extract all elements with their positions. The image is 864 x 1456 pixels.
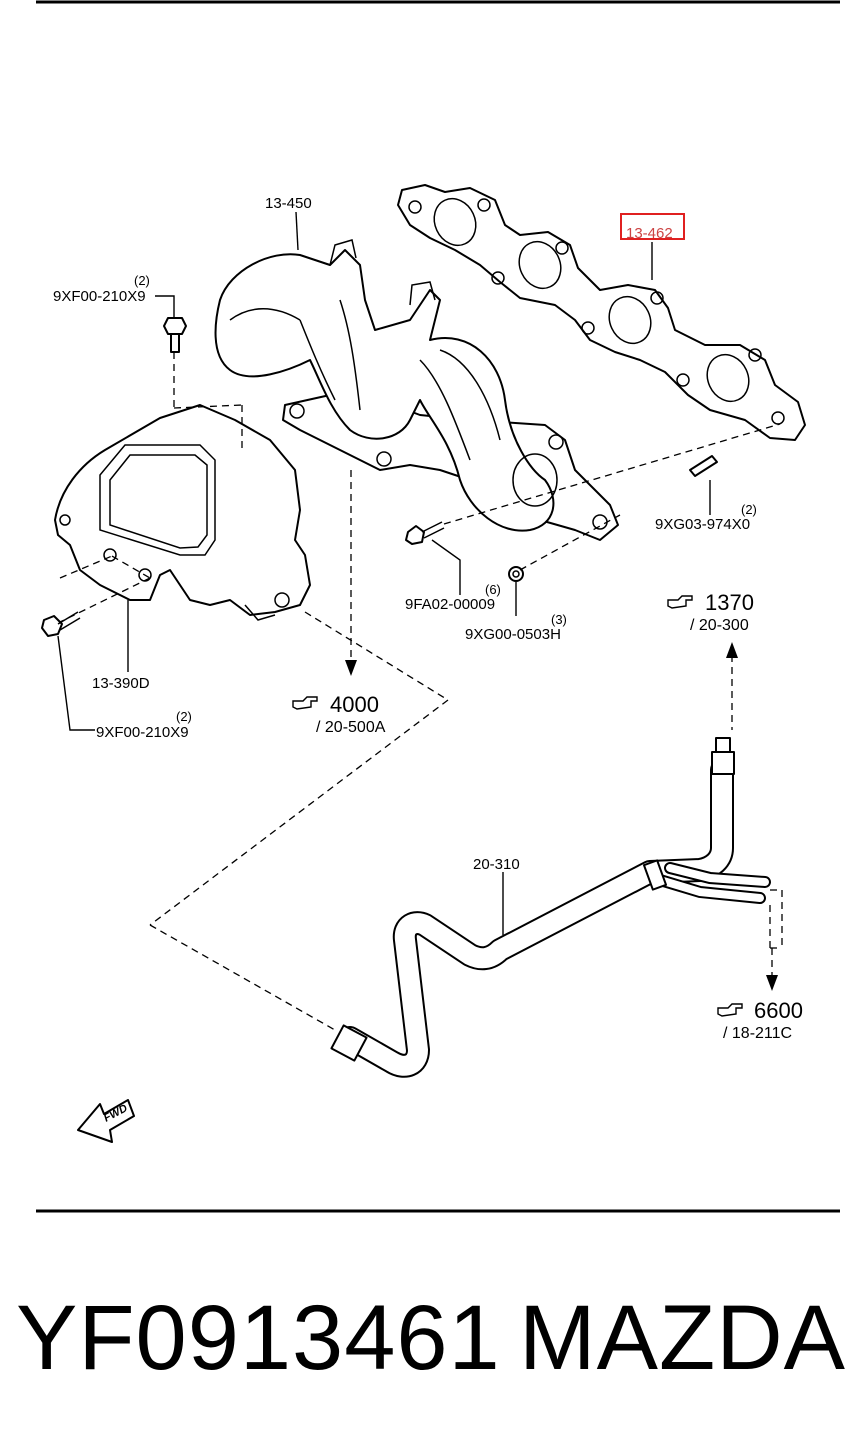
ref-4000: 4000 / 20-500A (292, 692, 386, 736)
fwd-arrow-icon: FWD (77, 1099, 135, 1143)
heat-shield-13-390D (54, 404, 311, 621)
ref-1370: 1370 / 20-300 (667, 590, 754, 634)
qty-nut: (3) (551, 612, 567, 627)
manifold-13-450 (214, 239, 619, 541)
bolt-top (163, 317, 187, 353)
label-heat-shield: 13-390D (92, 675, 150, 692)
part-number: YF0913461 (16, 1287, 501, 1389)
stud (405, 521, 445, 545)
highlight-box (620, 213, 685, 240)
qty-bolt-bottom: (2) (176, 709, 192, 724)
label-bolt-bottom: 9XF00-210X9 (96, 724, 189, 741)
label-dowel: 9XG03-974X0 (655, 516, 750, 533)
ref-6600: 6600 / 18-211C (717, 998, 803, 1042)
label-pipe: 20-310 (473, 856, 520, 873)
svg-text:1370: 1370 (705, 590, 754, 615)
qty-bolt-top: (2) (134, 273, 150, 288)
gasket-13-462 (397, 184, 806, 441)
qty-dowel: (2) (741, 502, 757, 517)
label-nut: 9XG00-0503H (465, 626, 561, 643)
pointing-hand-icon (667, 595, 693, 609)
label-stud: 9FA02-00009 (405, 596, 495, 613)
nut (508, 566, 524, 582)
svg-text:/ 20-300: / 20-300 (690, 617, 749, 634)
dowel (689, 455, 718, 477)
svg-text:/ 20-500A: / 20-500A (316, 719, 386, 736)
pointing-hand-icon (717, 1003, 743, 1017)
svg-text:4000: 4000 (330, 692, 379, 717)
qty-stud: (6) (485, 582, 501, 597)
label-gasket: 13-462 (626, 225, 673, 242)
pipe-20-310 (330, 737, 771, 1078)
brand-name: MAZDA (519, 1287, 846, 1389)
svg-text:6600: 6600 (754, 998, 803, 1023)
svg-text:/ 18-211C: / 18-211C (723, 1025, 792, 1042)
pointing-hand-icon (292, 696, 318, 710)
alignment-lines (59, 352, 783, 1031)
label-bolt-top: 9XF00-210X9 (53, 288, 146, 305)
leader-lines (57, 211, 711, 935)
label-manifold: 13-450 (265, 195, 312, 212)
